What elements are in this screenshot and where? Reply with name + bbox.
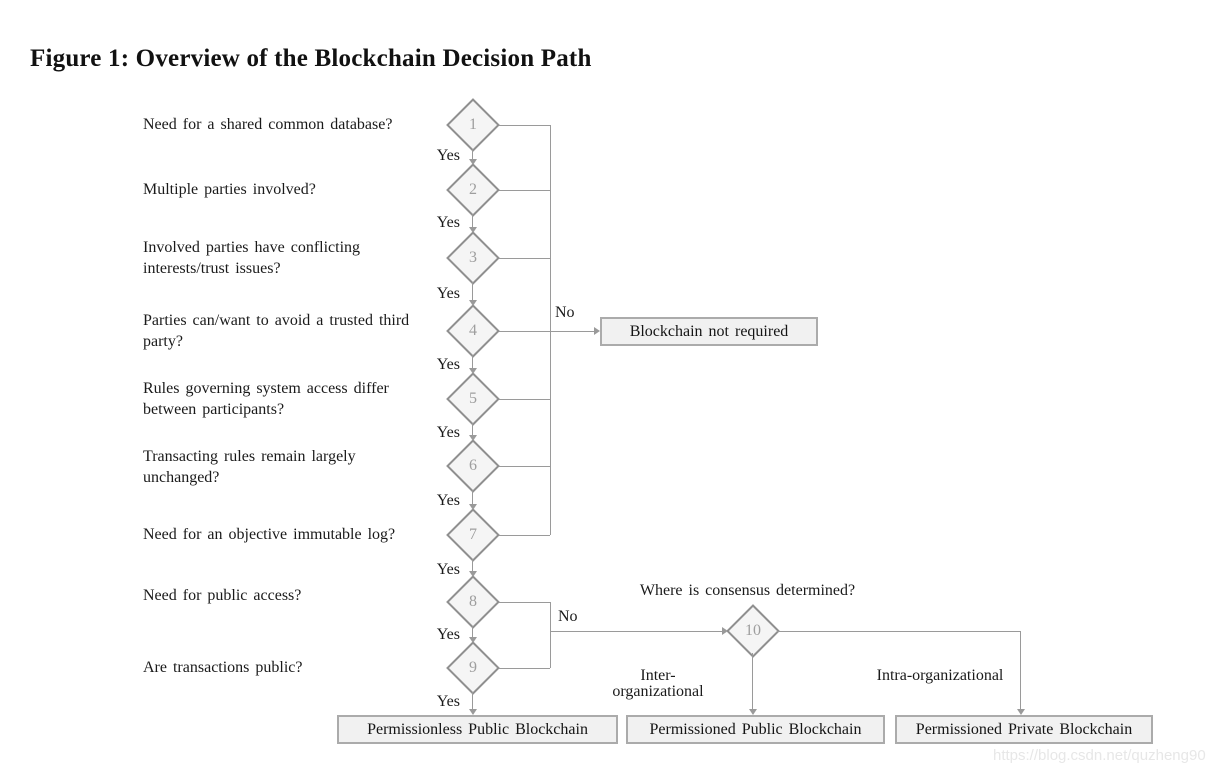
arrowhead-down	[469, 637, 477, 643]
outcome-box-permissionless-public: Permissionless Public Blockchain	[337, 715, 618, 744]
arrowhead-down	[469, 368, 477, 374]
question-9: Are transactions public?	[143, 659, 303, 676]
yes-label-7: Yes	[436, 561, 460, 578]
question-1: Need for a shared common database?	[143, 116, 393, 133]
no-label-top: No	[555, 304, 575, 321]
connector-line	[472, 355, 473, 368]
decision-diamond-3: 3	[446, 231, 500, 285]
connector-line	[777, 631, 1020, 632]
arrowhead-right	[594, 327, 600, 335]
connector-line	[1020, 631, 1021, 709]
question-6: Transacting rules remain largely unchang…	[143, 448, 356, 486]
collector-line	[550, 125, 551, 535]
watermark-url: https://blog.csdn.net/quzheng90	[993, 747, 1206, 764]
connector-line	[472, 282, 473, 300]
connector-line	[472, 149, 473, 159]
yes-label-6: Yes	[436, 492, 460, 509]
connector-line	[499, 258, 550, 259]
connector-line	[499, 125, 550, 126]
branch-label-intra: Intra-organizational	[876, 667, 1004, 684]
connector-line	[752, 653, 753, 709]
diamond-number-3: 3	[469, 249, 477, 266]
outcome-box-permissioned-private: Permissioned Private Blockchain	[895, 715, 1153, 744]
no-label-bottom: No	[558, 608, 578, 625]
connector-line	[472, 559, 473, 571]
question-4: Parties can/want to avoid a trusted thir…	[143, 312, 410, 350]
connector-line	[472, 692, 473, 709]
connector-line	[499, 602, 550, 603]
yes-label-3: Yes	[436, 285, 460, 302]
decision-diamond-6: 6	[446, 439, 500, 493]
decision-diamond-8: 8	[446, 575, 500, 629]
diamond-number-7: 7	[469, 526, 477, 543]
connector-line	[499, 331, 594, 332]
outcome-box-permissioned-public: Permissioned Public Blockchain	[626, 715, 885, 744]
consensus-question: Where is consensus determined?	[639, 582, 856, 599]
connector-line	[499, 190, 550, 191]
diamond-number-6: 6	[469, 457, 477, 474]
arrowhead-down	[469, 709, 477, 715]
yes-label-1: Yes	[436, 147, 460, 164]
decision-diamond-2: 2	[446, 163, 500, 217]
connector-line	[499, 466, 550, 467]
question-3: Involved parties have conflicting intere…	[143, 239, 361, 277]
diamond-number-4: 4	[469, 322, 477, 339]
decision-diamond-7: 7	[446, 508, 500, 562]
connector-line	[472, 214, 473, 227]
arrowhead-down	[749, 709, 757, 715]
arrowhead-down	[469, 227, 477, 233]
diamond-number-9: 9	[469, 659, 477, 676]
yes-label-8: Yes	[436, 626, 460, 643]
connector-line	[472, 490, 473, 504]
question-7: Need for an objective immutable log?	[143, 526, 396, 543]
question-2: Multiple parties involved?	[143, 181, 316, 198]
connector-line	[499, 535, 550, 536]
arrowhead-down	[469, 504, 477, 510]
diamond-number-2: 2	[469, 181, 477, 198]
figure-title: Figure 1: Overview of the Blockchain Dec…	[30, 45, 592, 72]
yes-label-9: Yes	[436, 693, 460, 710]
decision-diamond-4: 4	[446, 304, 500, 358]
diamond-number-8: 8	[469, 593, 477, 610]
connector-line	[472, 423, 473, 435]
arrowhead-down	[469, 159, 477, 165]
arrowhead-down	[469, 571, 477, 577]
diamond-number-5: 5	[469, 390, 477, 407]
diamond-number-10: 10	[745, 622, 761, 639]
arrowhead-down	[469, 435, 477, 441]
question-5: Rules governing system access differ bet…	[143, 380, 389, 418]
connector-line	[550, 602, 551, 668]
connector-line	[499, 399, 550, 400]
decision-diamond-9: 9	[446, 641, 500, 695]
connector-line	[550, 631, 722, 632]
decision-diamond-5: 5	[446, 372, 500, 426]
outcome-box-not-required: Blockchain not required	[600, 317, 818, 346]
decision-diamond-10: 10	[726, 604, 780, 658]
yes-label-4: Yes	[436, 356, 460, 373]
yes-label-5: Yes	[436, 424, 460, 441]
question-8: Need for public access?	[143, 587, 302, 604]
connector-line	[499, 668, 550, 669]
arrowhead-down	[469, 300, 477, 306]
connector-line	[472, 626, 473, 637]
decision-diamond-1: 1	[446, 98, 500, 152]
diamond-number-1: 1	[469, 116, 477, 133]
branch-label-inter: Inter-organizational	[612, 667, 704, 700]
arrowhead-down	[1017, 709, 1025, 715]
yes-label-2: Yes	[436, 214, 460, 231]
arrowhead-right	[722, 627, 728, 635]
